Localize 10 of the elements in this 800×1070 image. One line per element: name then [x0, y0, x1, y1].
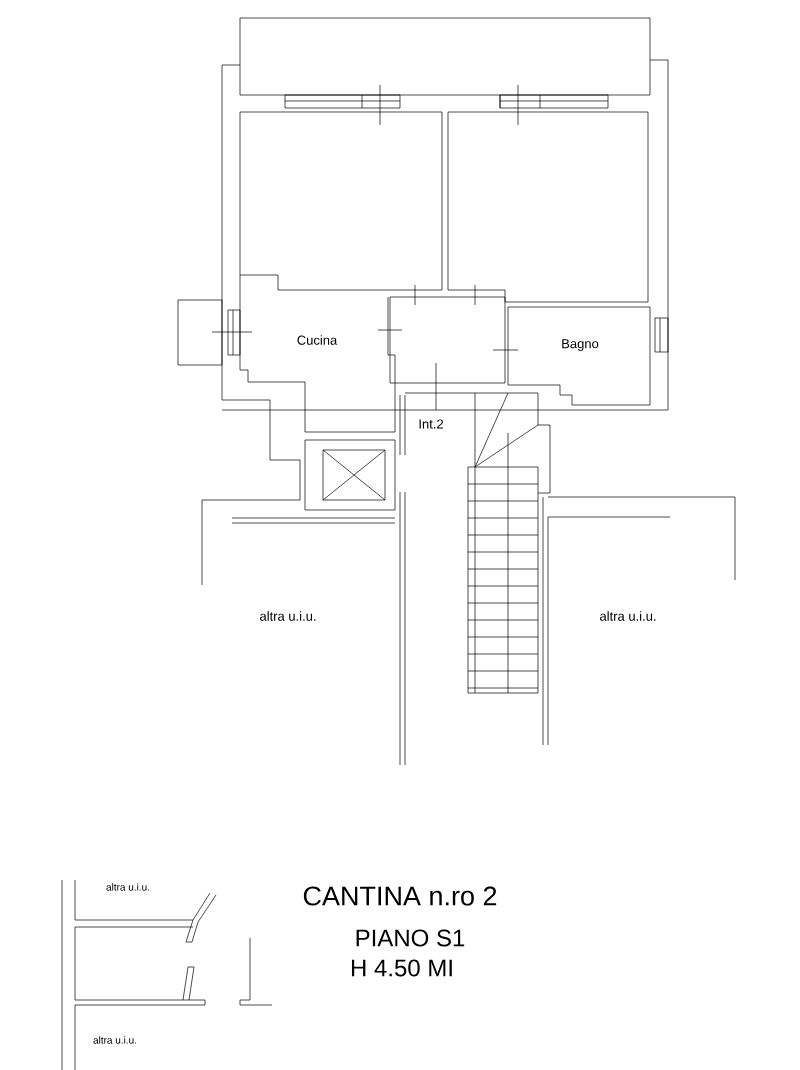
room-label: Int.2: [419, 419, 443, 429]
room-label: altra u.i.u.: [93, 1036, 137, 1044]
room-label: altra u.i.u.: [600, 611, 656, 621]
room-label: Bagno: [562, 339, 599, 351]
room-label: altra u.i.u.: [260, 611, 316, 621]
room-label: altra u.i.u.: [106, 883, 150, 891]
plan-caption: CANTINA n.ro 2: [303, 886, 497, 906]
room-label: Cucina: [297, 335, 338, 345]
plan-caption: PIANO S1: [356, 929, 465, 947]
plan-caption: H 4.50 MI: [351, 959, 452, 977]
